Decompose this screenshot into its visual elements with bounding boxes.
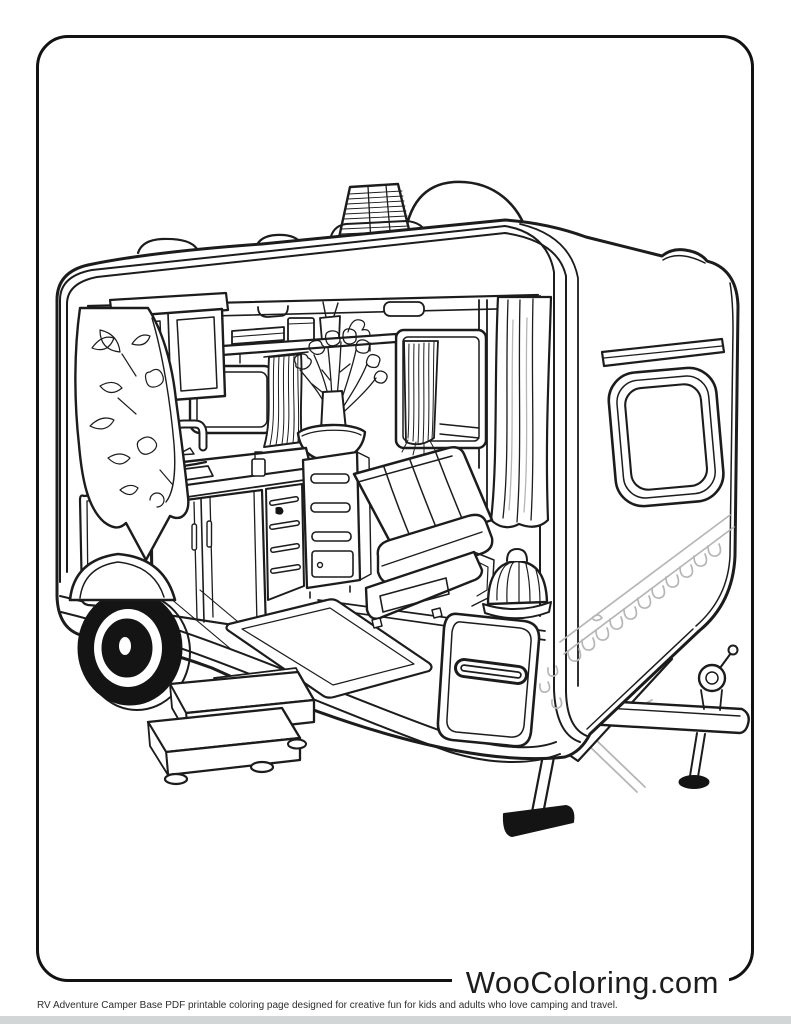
floral-pattern xyxy=(89,329,173,508)
lantern xyxy=(482,548,552,620)
soap-bottle xyxy=(251,458,266,477)
interior xyxy=(86,293,553,617)
floral-curtain xyxy=(74,306,190,562)
floor xyxy=(169,589,546,699)
flower-blooms xyxy=(293,328,388,384)
footer-strip xyxy=(0,1016,791,1024)
entry-steps xyxy=(146,667,316,786)
roof-and-pillar-lines xyxy=(59,223,588,743)
window-visor xyxy=(600,337,726,368)
drawer-stack xyxy=(265,483,305,601)
ceiling-vent xyxy=(383,301,425,317)
ceiling-handle xyxy=(257,305,289,318)
scallop-trim xyxy=(539,514,735,709)
door-handle xyxy=(206,520,213,548)
stabilizer-leg xyxy=(502,748,575,837)
wheel xyxy=(77,590,191,711)
fender xyxy=(68,552,177,602)
drawer-tower xyxy=(301,450,372,599)
footer-caption: RV Adventure Camper Base PDF printable c… xyxy=(37,1000,618,1011)
site-branding: WooColoring.com xyxy=(451,962,729,1004)
door-handle xyxy=(191,523,198,551)
tongue-jack xyxy=(678,644,739,789)
storage-hatch xyxy=(436,612,541,748)
flower-arrangement xyxy=(293,328,388,463)
shelf-canister xyxy=(287,317,315,343)
page-border-frame xyxy=(36,35,754,982)
bench-seat xyxy=(352,446,495,629)
front-window xyxy=(607,366,725,508)
bench-base xyxy=(364,550,484,620)
rear-window xyxy=(394,328,488,457)
front-face xyxy=(539,254,735,730)
white-curtain xyxy=(489,295,553,529)
floor-mat xyxy=(225,598,433,699)
